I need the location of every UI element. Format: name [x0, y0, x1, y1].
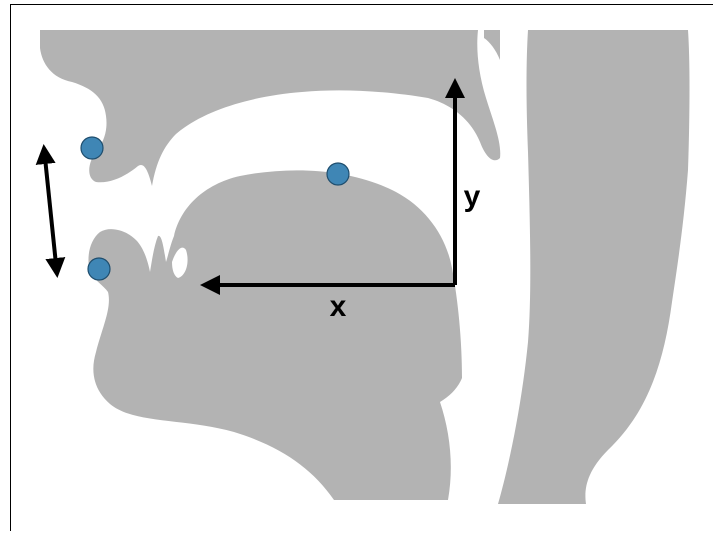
upper-lip-marker — [80, 136, 104, 160]
pharynx-back-wall — [498, 30, 690, 504]
y-axis-label: y — [464, 180, 481, 213]
tongue-marker — [326, 162, 350, 186]
x-axis-label: x — [330, 290, 347, 323]
lip-aperture-double-arrow — [35, 144, 66, 278]
figure-frame — [10, 4, 713, 531]
tongue-tip-notch — [172, 247, 188, 278]
cervical-strip — [484, 30, 500, 60]
lower-jaw-tongue-shape — [88, 170, 462, 500]
lower-lip-marker — [87, 257, 111, 281]
upper-palate-shape — [40, 30, 501, 186]
